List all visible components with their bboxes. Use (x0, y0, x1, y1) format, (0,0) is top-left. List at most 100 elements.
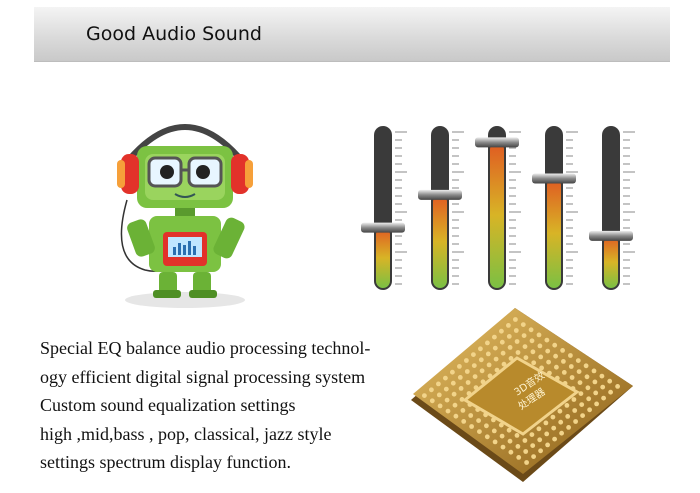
chip-pin (557, 408, 563, 414)
chip-pin (594, 401, 599, 407)
chip-pin (583, 363, 589, 369)
chip-pin (593, 390, 599, 396)
chip-pin (468, 413, 474, 418)
chip-pin (465, 380, 471, 385)
chip-pin (580, 413, 585, 418)
chip-pin (538, 448, 543, 454)
chip-pin (506, 323, 511, 328)
chip-pin (600, 384, 606, 390)
chip-pin (500, 350, 506, 356)
chip-pin (508, 356, 514, 361)
chip-pin (499, 339, 505, 345)
chip-pin (561, 370, 567, 375)
chip-pin (522, 438, 528, 443)
chip-pin (429, 398, 435, 404)
chip-pin (578, 391, 584, 396)
chip-pin (478, 357, 484, 363)
chip-pin (564, 403, 570, 408)
chip-pin (531, 360, 537, 366)
chip-pin (585, 385, 591, 391)
chip-pin (492, 345, 498, 351)
chip-pin (485, 351, 491, 357)
chip-pin (493, 356, 499, 362)
chip-pin (461, 419, 467, 424)
chip-pin (544, 431, 550, 437)
description-line: settings spectrum display function. (40, 452, 291, 472)
chip-pin (575, 358, 581, 363)
chip-pin (551, 425, 557, 431)
chip-pin (544, 337, 550, 343)
chip-pin (445, 408, 451, 414)
chip-pin (499, 328, 504, 334)
chip-pin (552, 436, 557, 442)
eq-slider-fill (376, 227, 390, 288)
chip-pin (537, 343, 543, 349)
chip-pin (523, 449, 529, 454)
chip-pin (591, 368, 597, 374)
chip-pin (546, 359, 551, 365)
chip-pin (458, 386, 464, 391)
chip-pin (498, 422, 504, 428)
header-banner: Good Audio Sound (34, 7, 670, 62)
chip-pin (530, 349, 536, 355)
chip-pin (572, 408, 578, 413)
chip-pin (536, 426, 542, 432)
chip-pin (500, 444, 506, 450)
chip-pin (599, 373, 605, 379)
chip-pin (601, 395, 606, 401)
processor-chip-illustration: 3D音效 处理器 (411, 308, 633, 482)
chip-pin (479, 368, 485, 374)
chip-pin (506, 427, 512, 433)
chip-pin (460, 408, 466, 413)
chip-pin (558, 419, 564, 425)
chip-pin (559, 430, 564, 436)
description-line: high ,mid,bass , pop, classical, jazz st… (40, 423, 332, 444)
chip-pin (531, 454, 536, 459)
chip-pin (571, 397, 577, 402)
chip-pin (485, 340, 490, 346)
chip-pin (529, 432, 535, 437)
chip-pin (478, 346, 483, 352)
chip-pin (553, 353, 558, 359)
chip-pin (543, 420, 549, 426)
chip-pin (608, 389, 613, 395)
chip-pin (514, 339, 520, 344)
chip-pin (560, 348, 565, 353)
robot-headphones-illustration (117, 124, 253, 308)
chip-pin (471, 352, 476, 357)
chip-pin (587, 407, 592, 413)
header-title: Good Audio Sound (86, 23, 262, 45)
chip-pin (569, 375, 575, 380)
description-line: ogy efficient digital signal processing … (40, 366, 366, 387)
chip-pin (528, 327, 534, 333)
chip-pin (524, 460, 529, 465)
chip-pin (565, 414, 571, 419)
chip-pin (607, 378, 613, 384)
chip-pin (472, 374, 478, 379)
chip-pin (451, 391, 457, 397)
chip-pin (450, 369, 455, 375)
description-line: Special EQ balance audio processing tech… (40, 338, 371, 358)
chip-pin (484, 434, 490, 440)
chip-pin (437, 403, 443, 409)
chip-pin (491, 428, 497, 434)
chip-pin (568, 353, 573, 358)
chip-pin (566, 425, 571, 430)
chip-pin (550, 414, 556, 420)
chip-pin (486, 362, 492, 368)
chip-pin (520, 322, 526, 327)
chip-pin (457, 364, 462, 369)
chip-pin (436, 392, 442, 398)
chip-pin (499, 433, 505, 439)
chip-pin (537, 437, 543, 443)
chip-pin (539, 365, 544, 371)
chip-pin (444, 397, 450, 403)
chip-pin (514, 433, 520, 438)
chip-pin (507, 438, 513, 444)
chip-pin (584, 374, 590, 380)
chip-pin (552, 342, 558, 348)
chip-pin (464, 358, 469, 363)
chip-pin (538, 354, 544, 360)
eq-slider-fill (490, 142, 504, 288)
chip-pin (515, 444, 521, 449)
